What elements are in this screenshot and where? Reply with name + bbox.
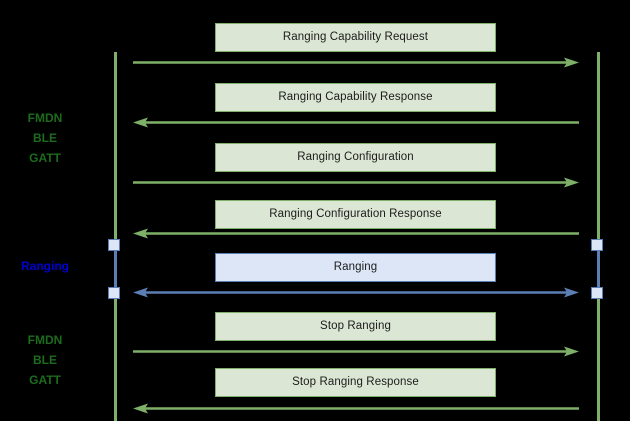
message-box-ranging-configuration-response: Ranging Configuration Response [215, 200, 496, 229]
message-box-ranging: Ranging [215, 253, 496, 282]
phase-label-ranging: Ranging [21, 259, 69, 273]
message-arrow-stop-ranging [133, 345, 579, 358]
message-box-stop-ranging-response: Stop Ranging Response [215, 368, 496, 397]
message-arrow-ranging-capability-request [133, 56, 579, 69]
message-arrow-ranging-configuration-response [133, 227, 579, 240]
message-box-ranging-capability-response: Ranging Capability Response [215, 83, 496, 112]
activation-box-left-end [108, 287, 120, 299]
message-box-ranging-configuration: Ranging Configuration [215, 143, 496, 172]
activation-bar-right [597, 245, 600, 293]
message-box-stop-ranging: Stop Ranging [215, 312, 496, 341]
activation-box-left-start [108, 239, 120, 251]
lifeline-right [597, 52, 600, 421]
message-arrow-stop-ranging-response [133, 402, 579, 415]
phase-label-fmdn-ble-gatt-bottom: FMDN BLE GATT [27, 333, 63, 387]
message-arrow-ranging-bidirectional [133, 286, 579, 299]
activation-box-right-start [591, 239, 603, 251]
phase-label-fmdn-ble-gatt-top: FMDN BLE GATT [27, 111, 63, 165]
message-arrow-ranging-configuration [133, 176, 579, 189]
activation-box-right-end [591, 287, 603, 299]
lifeline-left [114, 52, 117, 421]
message-arrow-ranging-capability-response [133, 116, 579, 129]
message-box-ranging-capability-request: Ranging Capability Request [215, 23, 496, 52]
activation-bar-left [114, 245, 117, 293]
